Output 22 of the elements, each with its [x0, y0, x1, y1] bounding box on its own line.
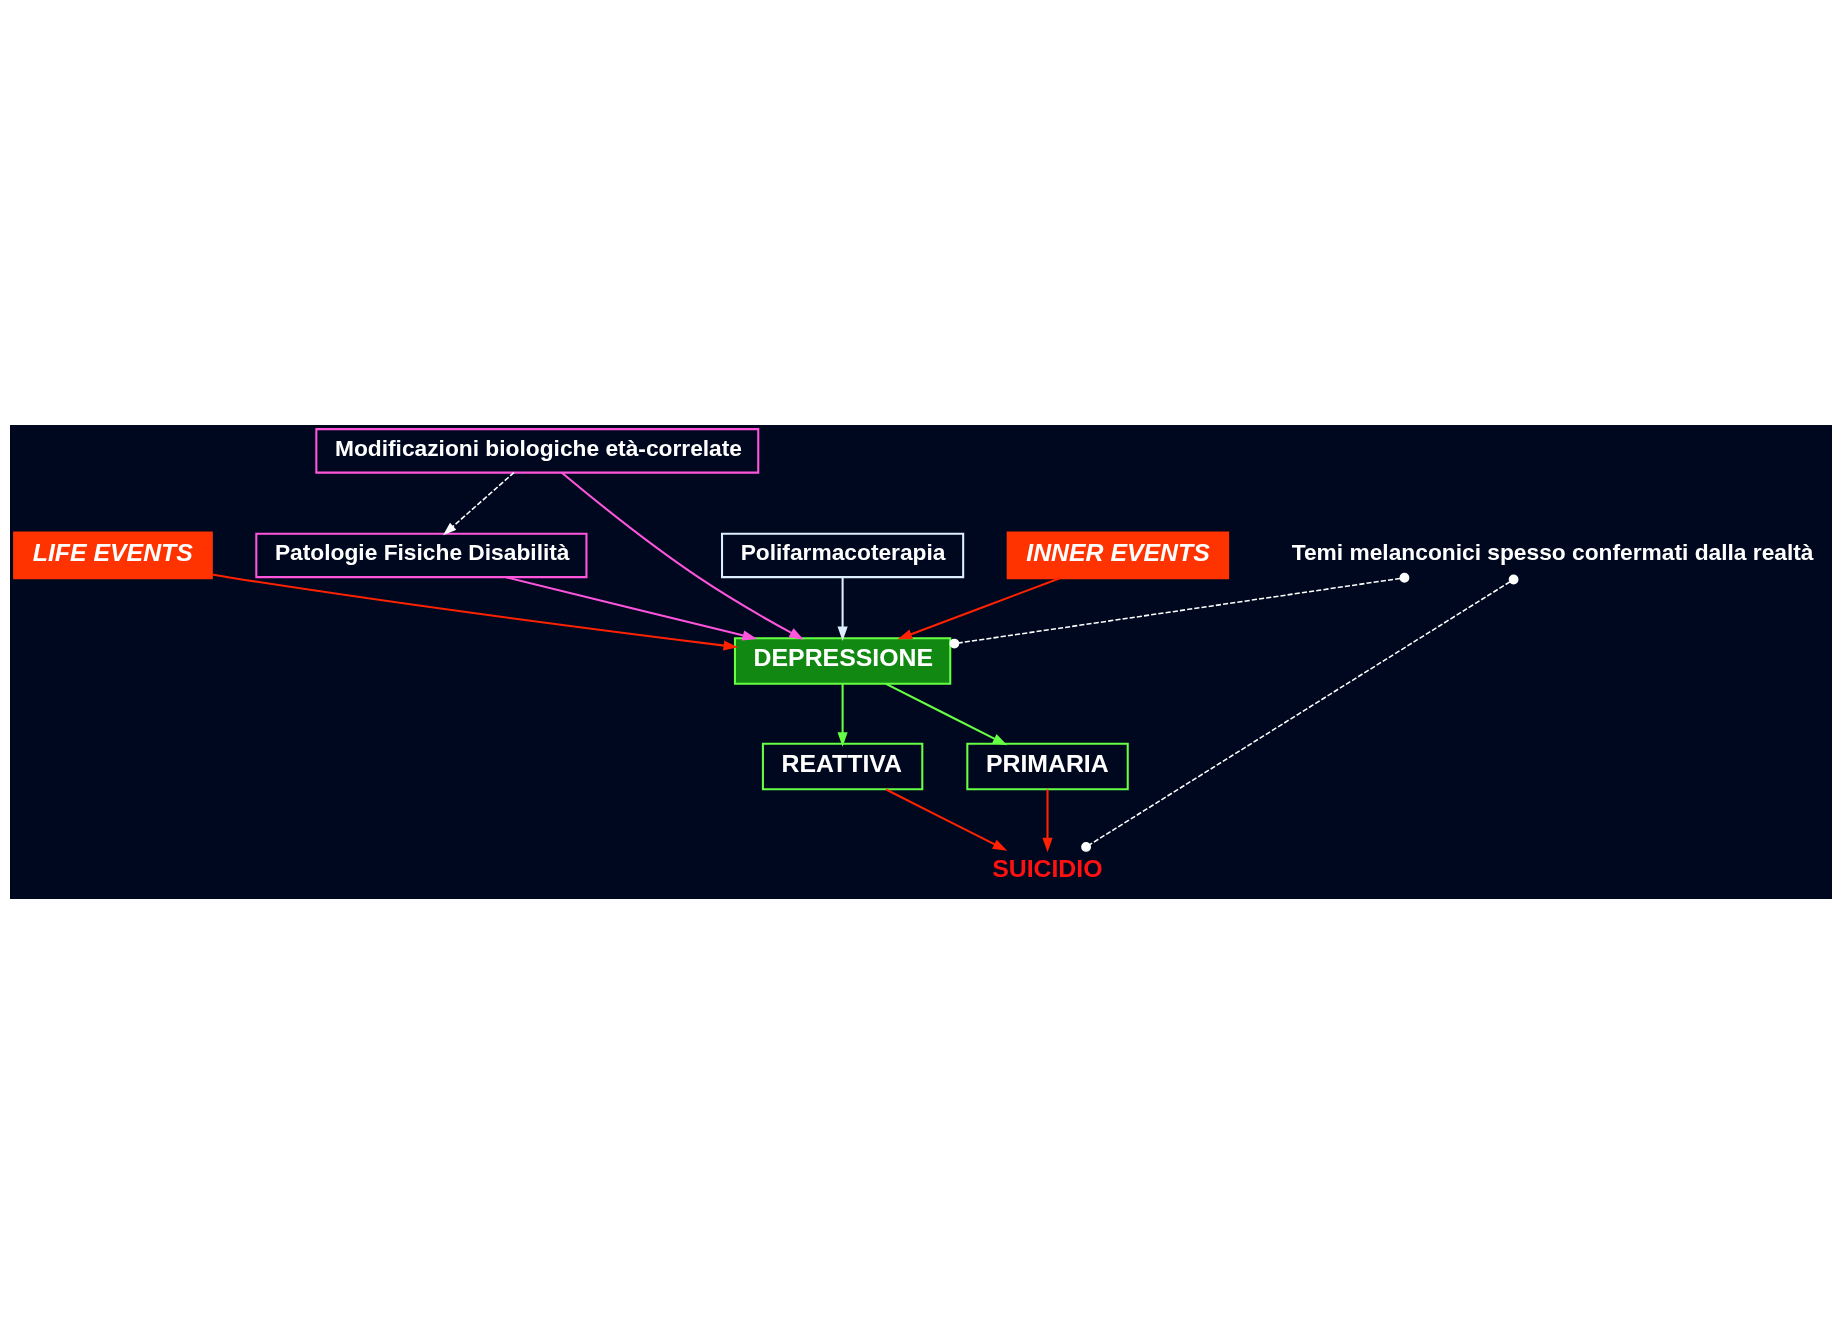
arrow: [505, 576, 757, 641]
arrow: [885, 683, 1007, 746]
arrow: [837, 683, 848, 747]
node-box: PRIMARIA: [965, 742, 1129, 791]
arrow: [211, 573, 738, 651]
node-box: DEPRESSIONE: [733, 637, 951, 685]
node-box: LIFE EVENTS: [12, 531, 213, 580]
node-box: REATTIVA: [761, 742, 923, 791]
connector: [948, 572, 1409, 649]
node-box: INNER EVENTS: [1006, 531, 1229, 580]
arrow: [897, 577, 1060, 640]
node-text: Temi melanconici spesso confermati dalla realtà: [1291, 539, 1814, 566]
node-text: SUICIDIO: [991, 855, 1103, 883]
arrow: [560, 471, 804, 640]
connector: [1080, 574, 1518, 852]
arrow: [885, 788, 1007, 851]
node-box: Patologie Fisiche Disabilità: [254, 532, 587, 579]
arrow: [837, 577, 848, 642]
arrow: [442, 471, 515, 536]
node-box: Modificazioni biologiche età-correlate: [314, 428, 759, 474]
arrow: [1041, 789, 1053, 853]
node-box: Polifarmacoterapia: [720, 532, 964, 579]
